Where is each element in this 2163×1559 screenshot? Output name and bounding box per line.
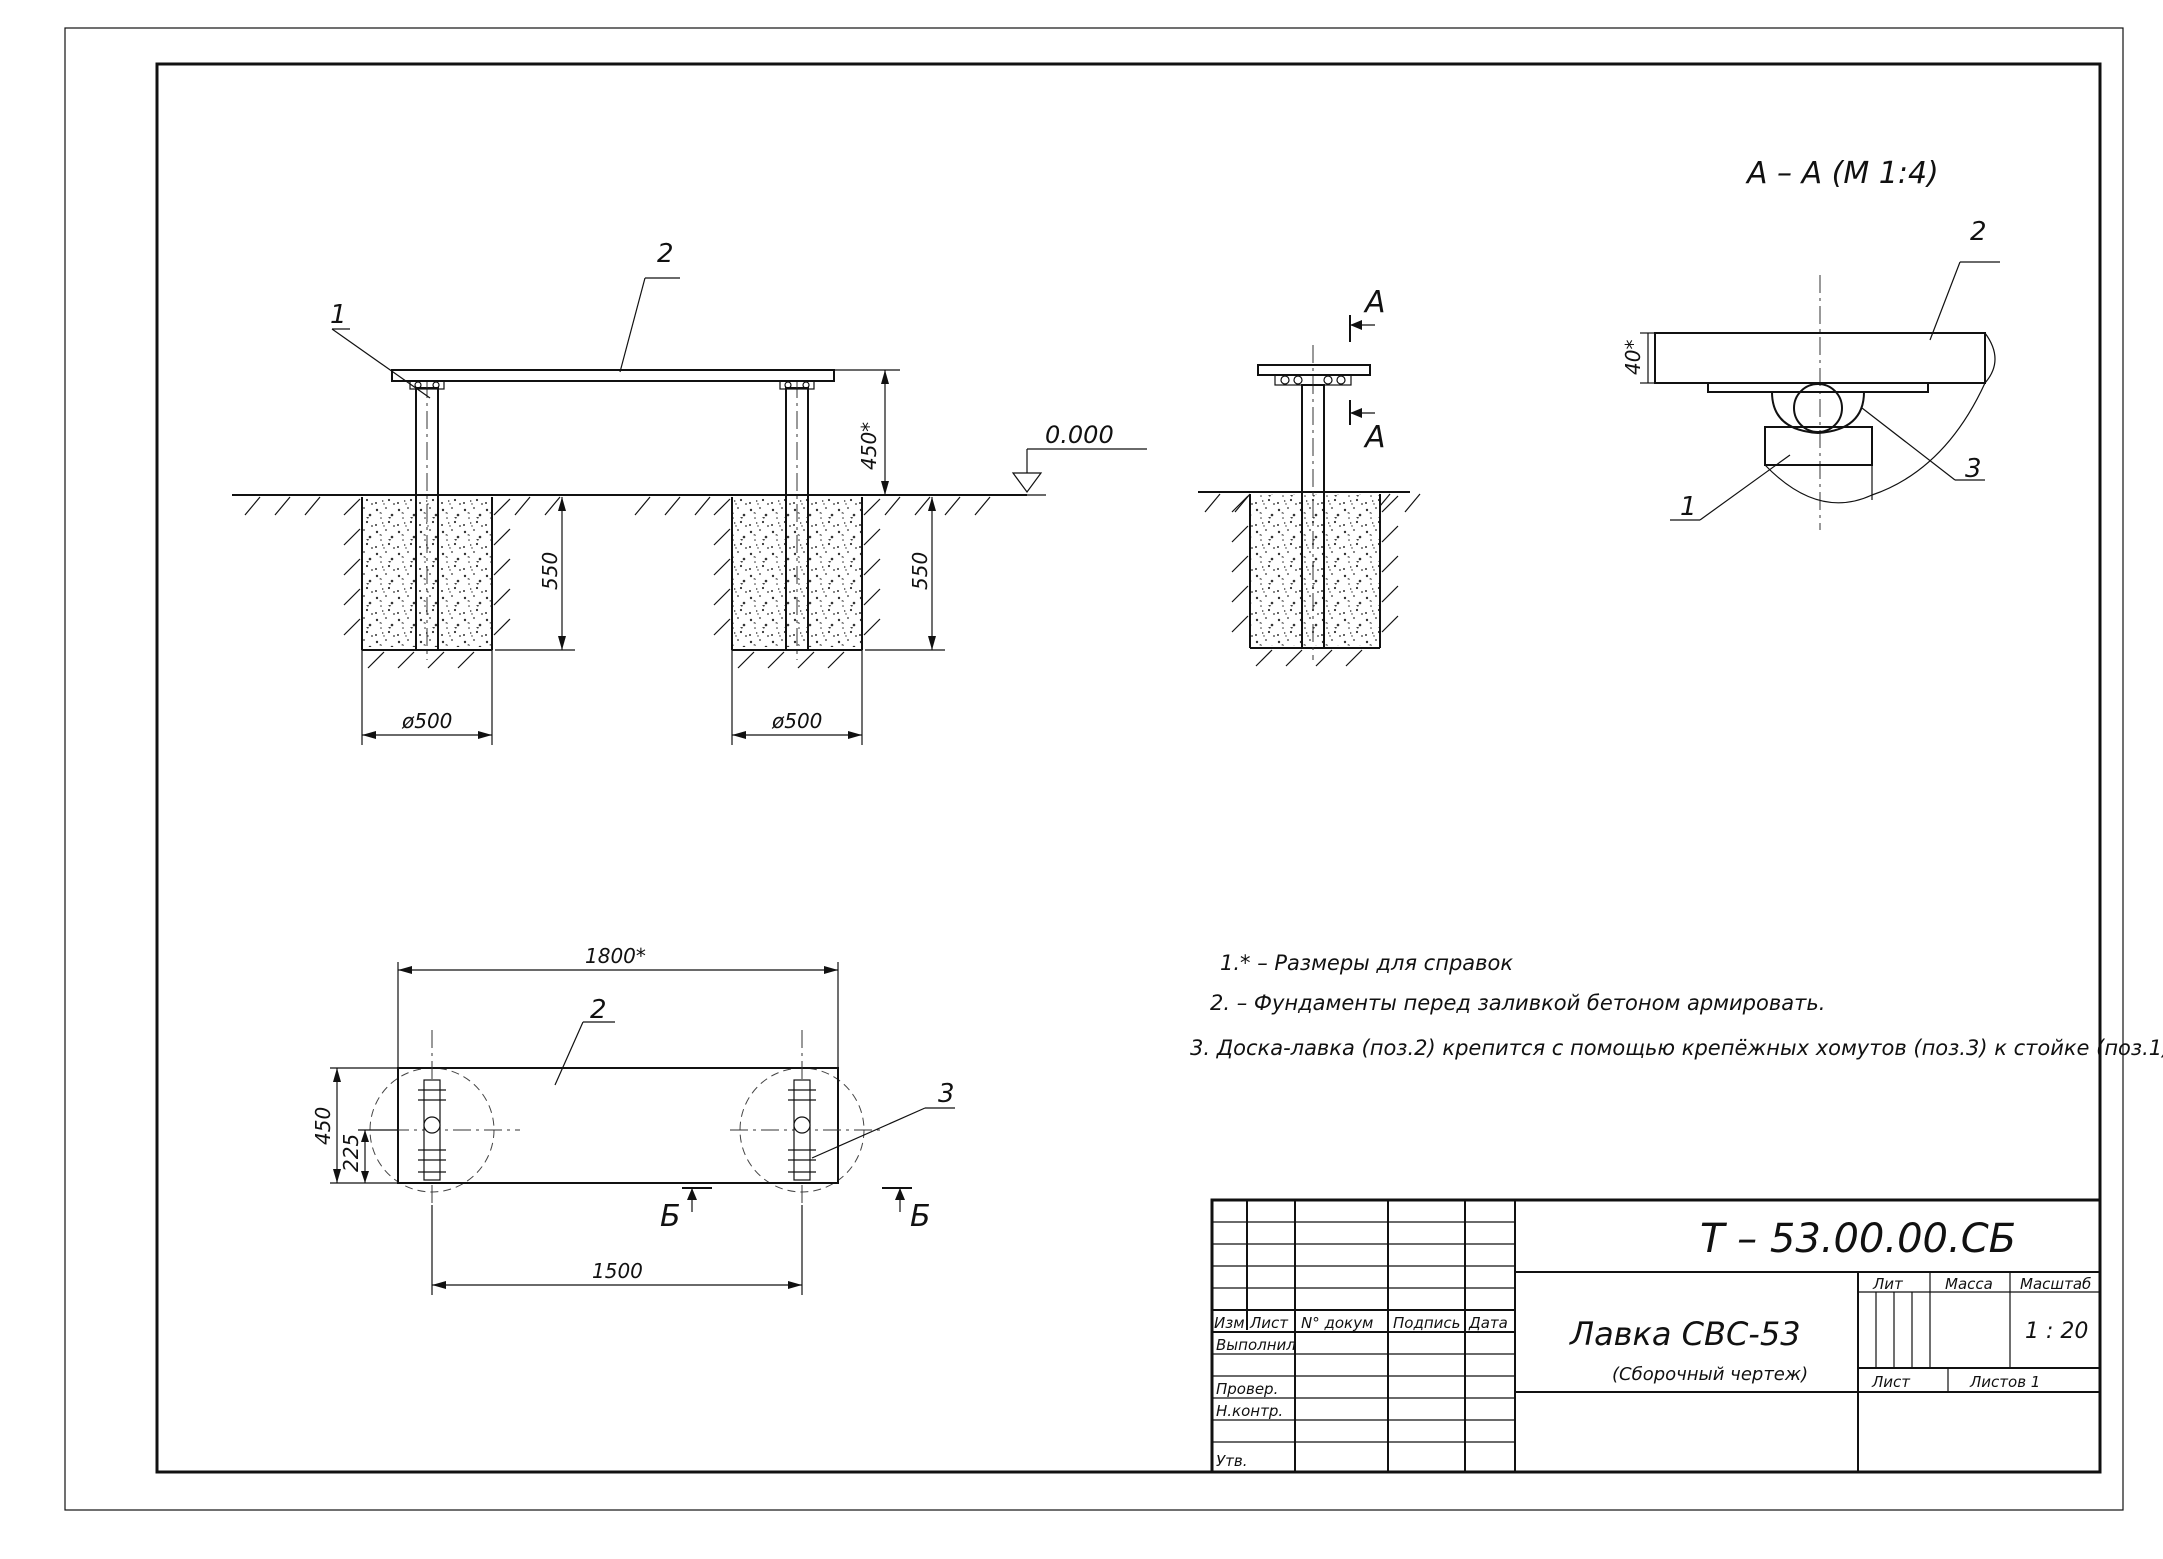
tb-row-approved: Утв.: [1216, 1452, 1248, 1470]
section-title: А – А (М 1:4): [1745, 156, 1939, 191]
title-block: Изм Лист N° докум Подпись Дата Выполнил …: [1210, 1198, 2102, 1474]
section-pos-3: 3: [1965, 454, 1982, 484]
outer-border: [64, 27, 2124, 1511]
tb-code: Т – 53.00.00.СБ: [1700, 1216, 2016, 1262]
dim-diam-left: ø500: [401, 709, 452, 733]
front-pos-1: 1: [330, 300, 347, 330]
side-board: [1257, 364, 1371, 376]
view-mark-left: Б: [660, 1199, 681, 1234]
tb-row-checked: Провер.: [1216, 1380, 1278, 1398]
section-mark-bottom: А: [1363, 420, 1386, 455]
bench-board: [391, 369, 835, 382]
view-mark-right: Б: [910, 1199, 931, 1234]
tb-sheets-label: Листов 1: [1969, 1373, 2040, 1391]
note-2: 2. – Фундаменты перед заливкой бетоном а…: [1210, 991, 1825, 1015]
dim-550-left: 550: [538, 552, 562, 590]
tb-subtitle: (Сборочный чертеж): [1612, 1364, 1808, 1385]
note-3: 3. Доска-лавка (поз.2) крепится с помощь…: [1190, 1036, 2163, 1060]
front-pos-2: 2: [657, 239, 674, 269]
dim-1500: 1500: [592, 1259, 643, 1283]
side-foundation: [1250, 494, 1380, 646]
section-mark-top: А: [1363, 285, 1386, 320]
plan-view: 1800* 1500 450 225 2 3 Б Б: [311, 944, 955, 1295]
level-mark: 0.000: [1045, 421, 1114, 449]
side-view: А А: [1198, 285, 1421, 667]
dim-450-height: 450*: [857, 422, 881, 470]
dim-1800: 1800*: [585, 944, 646, 968]
section-pos-1: 1: [1680, 492, 1697, 522]
notes: 1.* – Размеры для справок 2. – Фундамент…: [1190, 951, 2163, 1060]
tb-lit-label: Лит: [1872, 1275, 1904, 1293]
tb-row-author: Выполнил: [1216, 1336, 1296, 1354]
drawing-frame: [155, 62, 2102, 1474]
tb-row-normcontrol: Н.контр.: [1216, 1402, 1283, 1420]
tb-mass-label: Масса: [1945, 1275, 1993, 1293]
front-view: 1 2 450* 0.000 550 550 ø500: [232, 239, 1147, 745]
tb-col-doc: N° докум: [1301, 1314, 1373, 1332]
dim-diam-right: ø500: [771, 709, 822, 733]
note-1: 1.* – Размеры для справок: [1220, 951, 1513, 975]
tb-sheet-label: Лист: [1871, 1373, 1911, 1391]
tb-col-sign: Подпись: [1393, 1314, 1460, 1332]
tb-name: Лавка СВС-53: [1569, 1315, 1801, 1353]
tb-col-date: Дата: [1468, 1314, 1508, 1332]
tb-col-izm: Изм: [1214, 1314, 1245, 1332]
dim-550-right: 550: [908, 552, 932, 590]
dim-450-width: 450: [311, 1107, 335, 1145]
tb-scale-label: Масштаб: [2020, 1275, 2091, 1293]
dim-225: 225: [339, 1134, 363, 1172]
plan-pos-3: 3: [938, 1079, 955, 1109]
section-pos-2: 2: [1970, 217, 1987, 247]
section-a-a: А – А (М 1:4) 40* 2 3 1: [1621, 156, 2000, 530]
plan-board: [397, 1067, 839, 1184]
dim-board-40: 40*: [1621, 340, 1645, 375]
tb-col-list: Лист: [1249, 1314, 1289, 1332]
plan-pos-2: 2: [590, 995, 607, 1025]
tb-scale-value: 1 : 20: [2025, 1319, 2088, 1344]
